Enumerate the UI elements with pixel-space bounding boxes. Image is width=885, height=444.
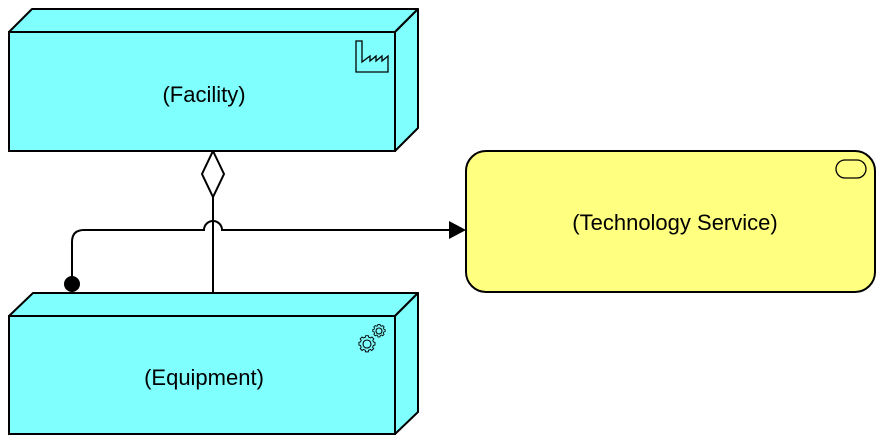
- arrowhead-icon: [449, 221, 466, 239]
- aggregation-diamond-icon: [200, 148, 226, 200]
- facility-node[interactable]: (Facility): [8, 8, 419, 152]
- aggregation-relationship[interactable]: [200, 148, 226, 293]
- relationship-start-dot-icon: [64, 276, 80, 292]
- equipment-label: (Equipment): [144, 365, 264, 390]
- gears-icon: [358, 324, 386, 353]
- equipment-node[interactable]: (Equipment): [8, 292, 419, 435]
- factory-icon: [355, 40, 389, 73]
- facility-label: (Facility): [162, 82, 245, 107]
- service-icon: [835, 159, 867, 179]
- technology-service-label: (Technology Service): [572, 210, 777, 235]
- serving-relationship[interactable]: [64, 220, 466, 292]
- technology-service-node[interactable]: (Technology Service): [465, 150, 876, 293]
